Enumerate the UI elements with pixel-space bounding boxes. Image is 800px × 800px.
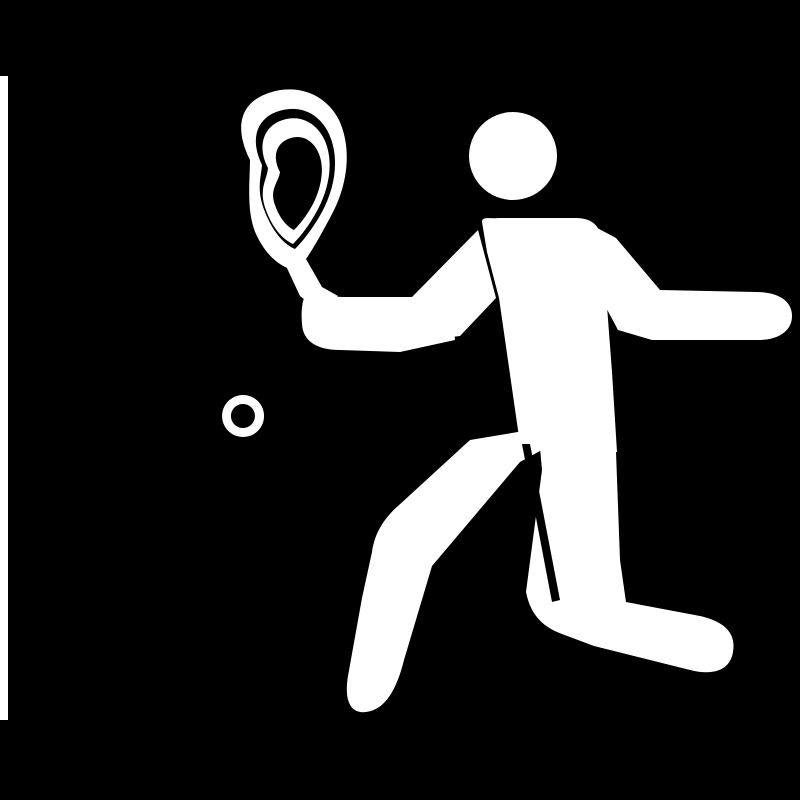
front-leg (526, 446, 734, 673)
hip-joint (500, 300, 536, 444)
tennis-ball (222, 395, 265, 437)
leg-separation-notch (522, 444, 560, 602)
racket-inner-frame (262, 118, 330, 244)
player-head (469, 112, 557, 200)
balance-arm (586, 222, 792, 340)
swing-hand (301, 296, 455, 352)
racket-outer-frame (241, 89, 347, 304)
left-edge-stripe (0, 76, 8, 720)
racket-shaft (286, 262, 322, 306)
back-leg (346, 430, 560, 713)
